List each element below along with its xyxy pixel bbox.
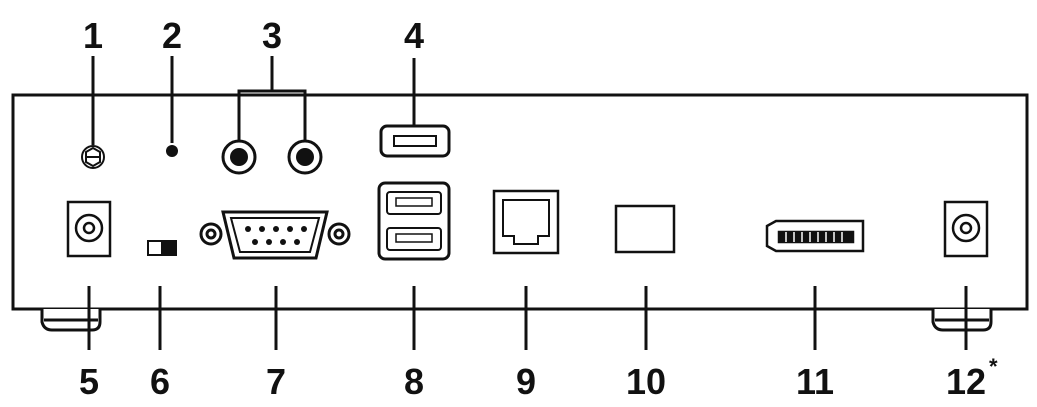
right-foot	[931, 309, 993, 332]
callout-8: 8	[404, 361, 424, 402]
callout-12: 12	[946, 361, 986, 402]
left-foot	[40, 309, 102, 332]
callout-4: 4	[404, 15, 424, 56]
usb-port-icon	[379, 124, 451, 158]
callout-5: 5	[79, 361, 99, 402]
leader-lines-bottom	[87, 286, 968, 350]
callout-11: 11	[796, 361, 834, 402]
displayport-icon	[765, 219, 865, 253]
callout-7: 7	[266, 361, 286, 402]
audio-jack-icon	[221, 139, 257, 175]
ground-screw-icon	[81, 145, 105, 169]
rj45-port-icon	[492, 189, 560, 255]
callout-10: 10	[626, 361, 666, 402]
leader-lines-top	[91, 56, 416, 145]
callout-9: 9	[516, 361, 536, 402]
dc-jack-icon	[943, 200, 989, 258]
serial-port-icon	[199, 210, 351, 260]
callout-6: 6	[150, 361, 170, 402]
slide-switch-icon	[147, 240, 177, 256]
callout-2: 2	[162, 15, 182, 56]
dual-usb-port-icon	[377, 181, 451, 261]
square-port-icon	[614, 204, 676, 254]
footnote-asterisk: *	[989, 354, 998, 379]
power-jack-icon	[66, 200, 112, 258]
callout-1: 1	[83, 15, 103, 56]
reset-pinhole-icon	[166, 145, 178, 157]
callout-3: 3	[262, 15, 282, 56]
audio-jack-icon	[287, 139, 323, 175]
